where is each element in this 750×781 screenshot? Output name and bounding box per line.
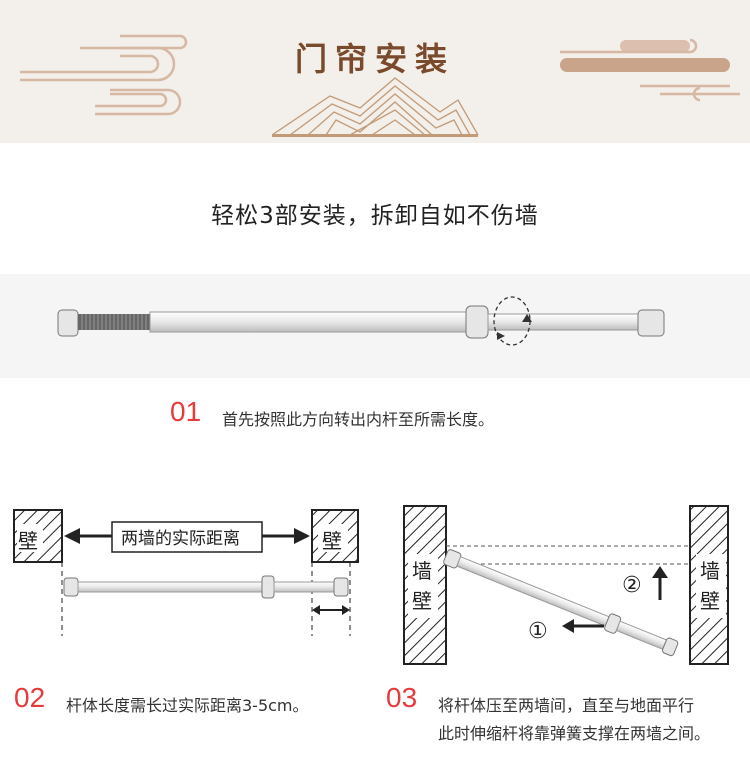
subtitle: 轻松3部安装，拆卸自如不伤墙 bbox=[211, 203, 539, 229]
distance-label: 两墙的实际距离 bbox=[121, 529, 240, 549]
step1-text: 首先按照此方向转出内杆至所需长度。 bbox=[222, 410, 495, 429]
step2-text: 杆体长度需长过实际距离3-5cm。 bbox=[66, 696, 309, 715]
step3-right-wall-label-1: 墙 bbox=[700, 559, 720, 583]
banner-title: 门帘安装 bbox=[294, 40, 455, 78]
step2-diagram: 壁 壁 两墙的实际距离 bbox=[13, 509, 359, 636]
step3-diagram: 墙 壁 墙 壁 ② ① bbox=[403, 505, 729, 665]
step3-line1: 将杆体压至两墙间，直至与地面平行 bbox=[438, 696, 695, 715]
step2-number: 02 bbox=[14, 682, 46, 713]
step3-number: 03 bbox=[386, 682, 418, 713]
step1-number: 01 bbox=[170, 396, 202, 427]
step3-right-wall-label-2: 壁 bbox=[700, 589, 720, 613]
step3-left-wall-label-1: 墙 bbox=[412, 559, 432, 583]
step3-marker-1: ① bbox=[528, 619, 548, 644]
step3-line2: 此时伸缩杆将靠弹簧支撑在两墙之间。 bbox=[438, 724, 711, 743]
header-banner: 门帘安装 bbox=[0, 0, 750, 143]
banner-decoration bbox=[20, 34, 740, 137]
rod-photo bbox=[57, 296, 665, 346]
step3-marker-2: ② bbox=[622, 573, 642, 598]
right-wall-label: 壁 bbox=[322, 529, 342, 553]
left-wall-label: 壁 bbox=[18, 529, 38, 553]
step3-left-wall-label-2: 壁 bbox=[412, 589, 432, 613]
